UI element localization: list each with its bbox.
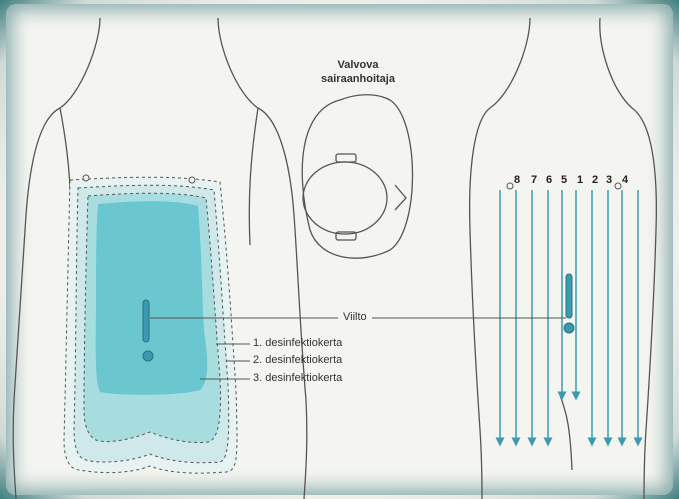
left-nipple-2 — [189, 177, 195, 183]
nurse-label-line2: sairaanhoitaja — [318, 72, 398, 86]
right-body-outline — [470, 18, 657, 499]
right-navel — [564, 323, 574, 333]
stroke-number-6: 6 — [546, 174, 552, 186]
stroke-number-4: 4 — [622, 174, 628, 186]
stroke-number-7: 7 — [531, 174, 537, 186]
right-incision — [566, 274, 572, 318]
stroke-number-3: 3 — [606, 174, 612, 186]
layer-1-label: 1. desinfektiokerta — [253, 337, 342, 349]
right-nipple-2 — [615, 183, 621, 189]
incision-label: Viilto — [343, 311, 367, 323]
stroke-number-8: 8 — [514, 174, 520, 186]
head-top-view — [302, 95, 412, 258]
stroke-number-1: 1 — [577, 174, 583, 186]
inner-area — [96, 201, 208, 395]
left-incision — [143, 300, 149, 342]
nurse-label: Valvova sairaanhoitaja — [318, 58, 398, 86]
layer-2-label: 2. desinfektiokerta — [253, 354, 342, 366]
disinfection-areas — [64, 177, 237, 473]
nurse-label-line1: Valvova — [318, 58, 398, 72]
left-nipple-1 — [83, 175, 89, 181]
layer-3-label: 3. desinfektiokerta — [253, 372, 342, 384]
stroke-number-2: 2 — [592, 174, 598, 186]
stroke-number-5: 5 — [561, 174, 567, 186]
left-navel — [143, 351, 153, 361]
right-nipple-1 — [507, 183, 513, 189]
